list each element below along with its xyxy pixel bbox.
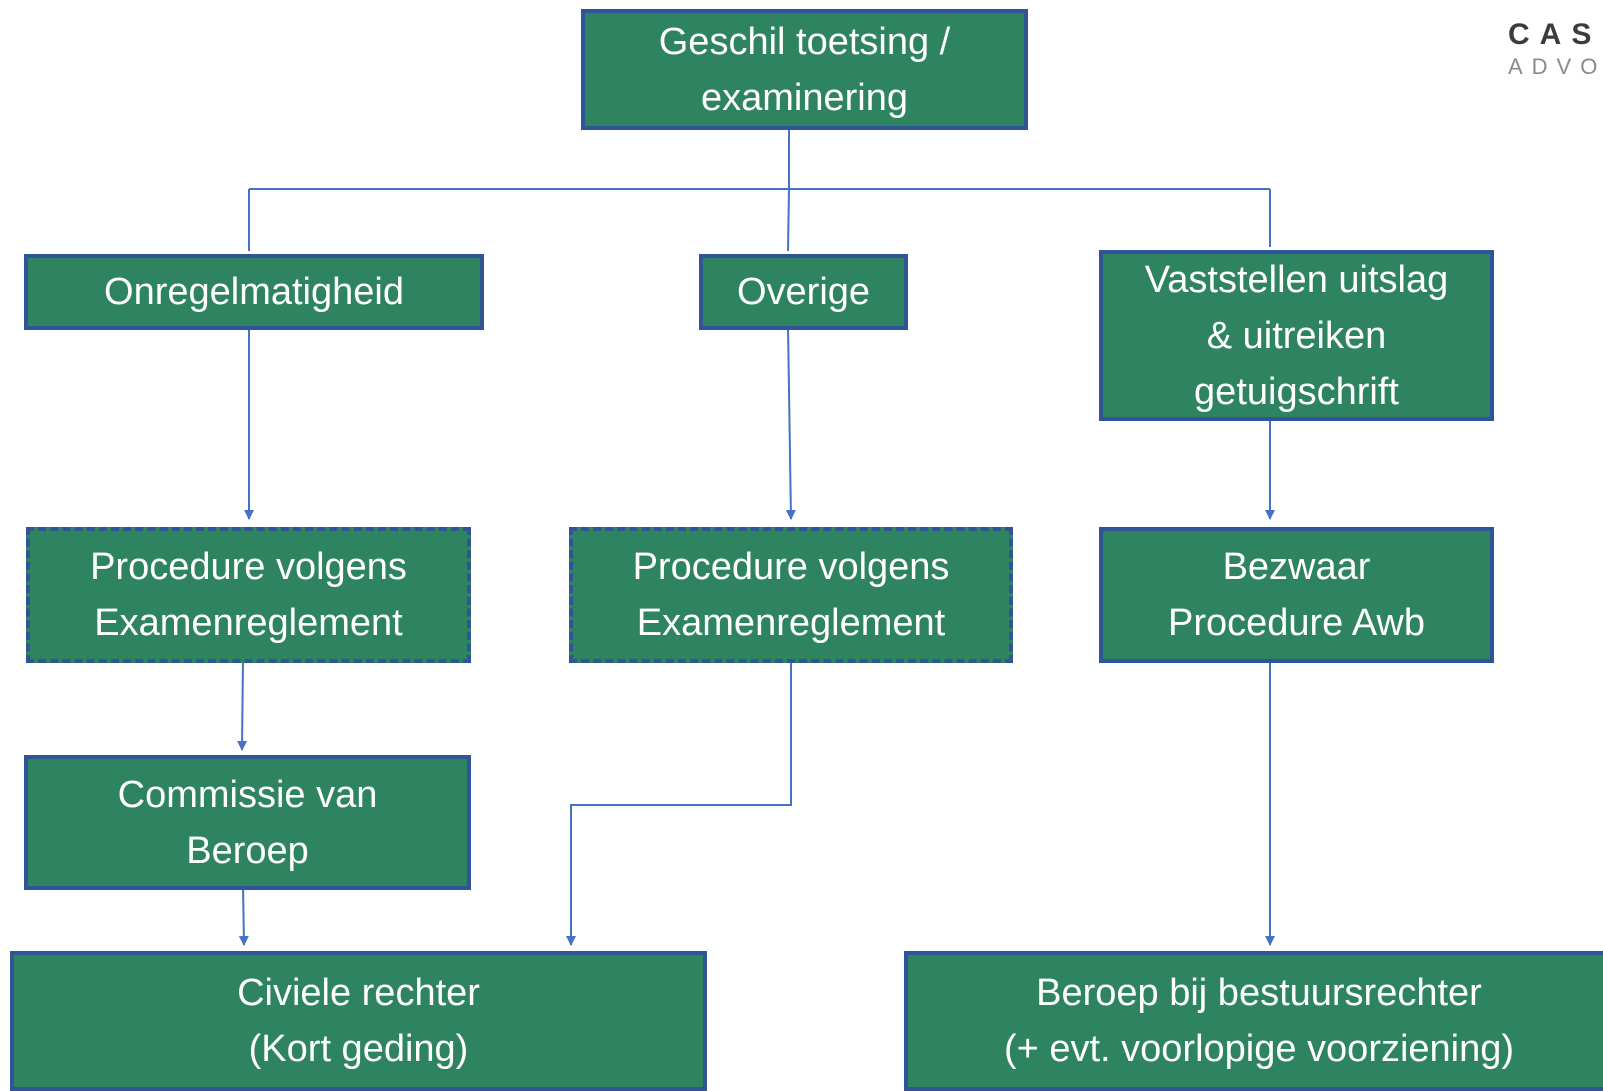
- node-label-line: Civiele rechter: [237, 972, 480, 1014]
- node-label-line: (Kort geding): [248, 1028, 469, 1070]
- node-label-line: Onregelmatigheid: [104, 271, 404, 313]
- node-label-line: Examenreglement: [94, 602, 403, 644]
- node-label-line: Overige: [736, 271, 871, 313]
- node-onregelmatigheid: Onregelmatigheid: [24, 254, 484, 330]
- company-logo: CAS ADVO: [1508, 18, 1603, 80]
- node-label-line: Geschil toetsing /: [658, 20, 951, 63]
- node-vaststellen-uitslag: Vaststellen uitslag & uitreiken getuigschr…: [1099, 250, 1494, 421]
- node-label-line: Examenreglement: [636, 602, 946, 644]
- node-beroep-bij-bestuursrechter: Beroep bij bestuursrechter (+ evt. voorlo…: [904, 951, 1603, 1091]
- arrow-procedure-mid-to-civiele: [566, 660, 792, 946]
- node-label-line: (+ evt. voorlopige voorziening): [1003, 1028, 1515, 1070]
- node-overige: Overige: [699, 254, 908, 330]
- node-label-line: Vaststellen uitslag: [1144, 258, 1449, 301]
- node-label-line: Commissie van: [117, 773, 378, 816]
- node-label-line: Beroep: [186, 829, 309, 872]
- node-label-line: & uitreiken: [1206, 314, 1387, 357]
- connector-bus-to-overige: [787, 188, 790, 252]
- arrow-procedure-to-commissie: [237, 659, 248, 751]
- logo-subtitle: ADVO: [1508, 54, 1603, 79]
- node-civiele-rechter: Civiele rechter (Kort geding): [10, 951, 707, 1091]
- node-label-line: Bezwaar: [1222, 546, 1371, 588]
- node-label-line: Beroep bij bestuursrechter: [1036, 972, 1482, 1014]
- node-label-line: Procedure volgens: [632, 546, 950, 588]
- logo-wordmark: CAS: [1508, 18, 1602, 51]
- node-geschil-toetsing: Geschil toetsing / examinering: [581, 9, 1028, 130]
- node-label-line: Procedure volgens: [90, 546, 407, 588]
- node-label-line: Procedure Awb: [1167, 602, 1426, 644]
- arrow-commissie-to-civiele: [238, 884, 249, 946]
- node-label-line: getuigschrift: [1194, 370, 1399, 413]
- arrow-overige-to-procedure: [785, 325, 796, 520]
- node-label-line: examinering: [700, 76, 908, 119]
